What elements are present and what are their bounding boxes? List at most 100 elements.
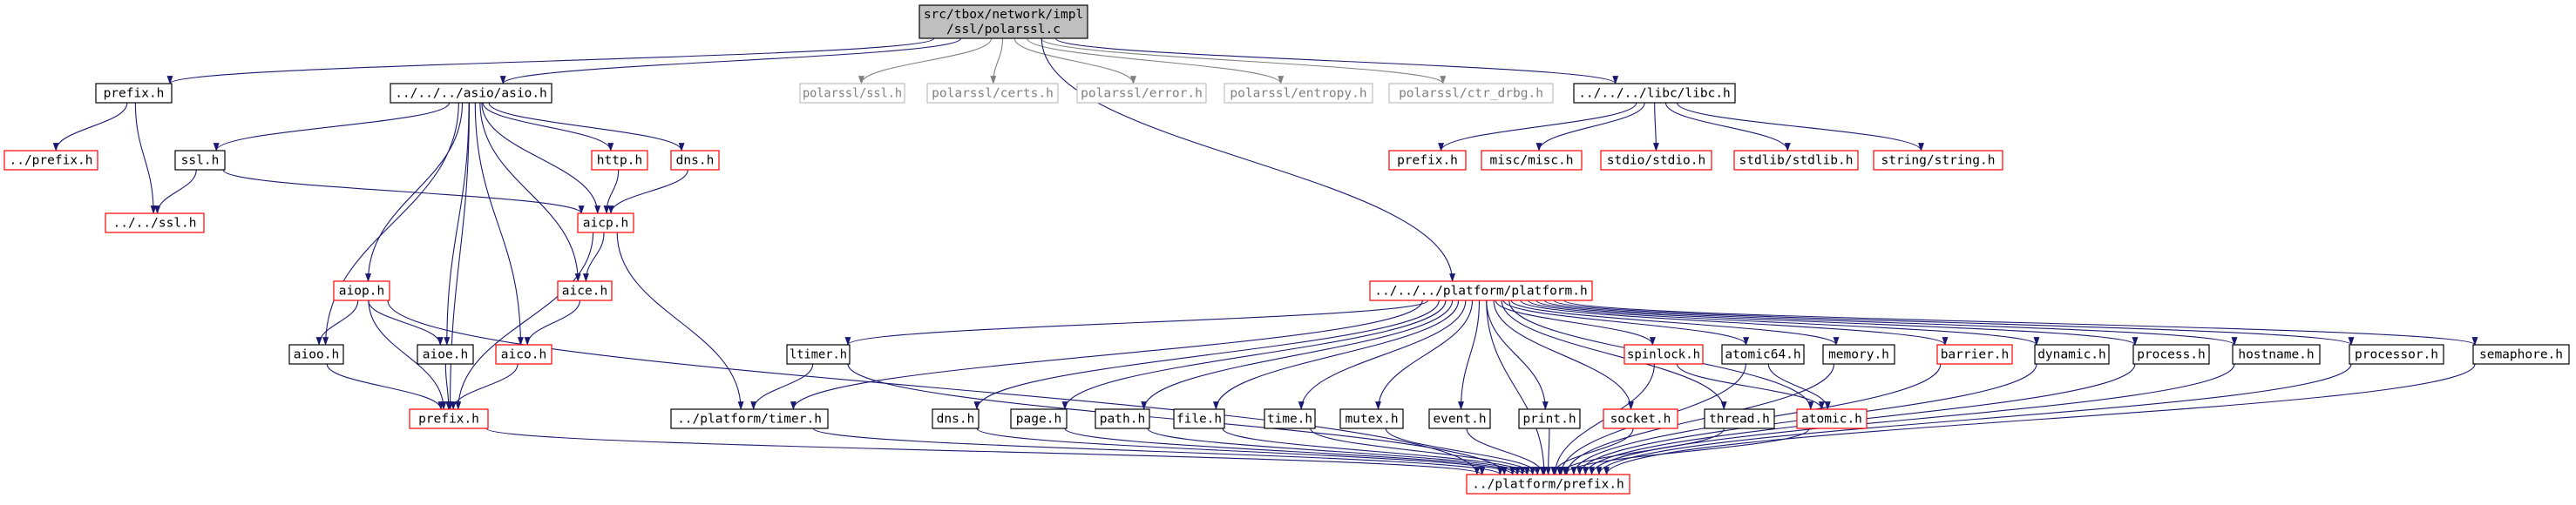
node-box — [1388, 83, 1554, 104]
node-time-h[interactable]: time.h — [1264, 408, 1316, 429]
node-stdlib-h[interactable]: stdlib/stdlib.h — [1733, 150, 1859, 171]
node-platform-prefix-h[interactable]: ../platform/prefix.h — [1466, 474, 1630, 495]
edge-root-to-asio_h — [499, 37, 962, 84]
node-string-h[interactable]: string/string.h — [1873, 150, 2003, 171]
edge-platform_h-to-page_h — [1061, 300, 1447, 410]
edge-root-to-prefix_h — [166, 37, 935, 84]
node-ssl-h[interactable]: ssl.h — [174, 150, 226, 171]
node-label: string/string.h — [1881, 153, 1996, 167]
edge-ssl_h-to-up_ssl_h — [154, 169, 197, 214]
node-label: memory.h — [1828, 347, 1889, 361]
node-box — [288, 344, 344, 365]
node-label: aice.h — [562, 284, 607, 298]
node-processor-h[interactable]: processor.h — [2349, 344, 2444, 365]
node-polarssl-ctr-drbg-h: polarssl/ctr_drbg.h — [1388, 83, 1554, 104]
node-up-ssl-h[interactable]: ../../ssl.h — [105, 212, 205, 233]
node-dns-h[interactable]: dns.h — [932, 408, 980, 429]
node-box — [2034, 344, 2110, 365]
node-box — [591, 150, 648, 171]
node-atomic64-h[interactable]: atomic64.h — [1721, 344, 1805, 365]
node-box — [1010, 408, 1068, 429]
node-print-h[interactable]: print.h — [1518, 408, 1581, 429]
node-stdio-h[interactable]: stdio/stdio.h — [1600, 150, 1712, 171]
node-platform-h[interactable]: ../../../platform/platform.h — [1369, 280, 1593, 301]
edge-platform_h-to-dns_h — [973, 300, 1440, 410]
edge-dns_h-to-platform_prefix_h — [976, 428, 1515, 475]
node-dynamic-h[interactable]: dynamic.h — [2034, 344, 2110, 365]
edge-ltimer_h-to-platform_timer_h — [750, 363, 814, 410]
edge-asio_h-to-aioe_h — [444, 102, 470, 346]
node-label: aioe.h — [423, 347, 468, 361]
edge-root-to-polarssl_ctr_drbg_h — [1040, 37, 1447, 84]
node-box — [1518, 408, 1581, 429]
node-http-h[interactable]: http.h — [591, 150, 648, 171]
node-box — [3, 150, 98, 171]
edge-aico_h-to-asio_prefix_h — [450, 363, 519, 410]
node-polarssl-certs-h: polarssl/certs.h — [926, 83, 1059, 104]
edge-libc_h-to-stdio_h — [1652, 102, 1659, 152]
node-hostname-h[interactable]: hostname.h — [2232, 344, 2321, 365]
node-box — [919, 4, 1088, 39]
node-aico-h[interactable]: aico.h — [495, 344, 552, 365]
node-box — [174, 150, 226, 171]
node-box — [1704, 408, 1775, 429]
node-label: prefix.h — [418, 412, 479, 426]
node-prefix-h[interactable]: prefix.h — [95, 83, 173, 104]
edge-processor_h-to-platform_prefix_h — [1596, 363, 2352, 475]
node-mutex-h[interactable]: mutex.h — [1339, 408, 1404, 429]
node-label: polarssl/entropy.h — [1230, 86, 1366, 100]
edge-ssl_h-to-aicp_h — [222, 169, 585, 214]
node-box — [786, 344, 851, 365]
edge-aiop_h-to-aioo_h — [315, 300, 359, 346]
node-box — [417, 344, 474, 365]
node-polarssl-ssl-h: polarssl/ssl.h — [799, 83, 905, 104]
node-aice-h[interactable]: aice.h — [557, 280, 613, 301]
node-box — [2232, 344, 2321, 365]
edge-root-to-polarssl_ssl_h — [858, 37, 993, 84]
node-spinlock-h[interactable]: spinlock.h — [1624, 344, 1704, 365]
node-label: polarssl/certs.h — [932, 86, 1054, 100]
node-memory-h[interactable]: memory.h — [1822, 344, 1895, 365]
node-aiop-h[interactable]: aiop.h — [333, 280, 390, 301]
node-asio-prefix-h[interactable]: prefix.h — [409, 408, 489, 429]
edge-platform_h-to-event_h — [1458, 300, 1481, 410]
edge-thread_h-to-platform_prefix_h — [1556, 428, 1725, 475]
node-box — [409, 408, 489, 429]
node-up-prefix-h[interactable]: ../prefix.h — [3, 150, 98, 171]
node-dns-h-top[interactable]: dns.h — [670, 150, 720, 171]
node-box — [2349, 344, 2444, 365]
node-misc-h[interactable]: misc/misc.h — [1481, 150, 1583, 171]
node-event-h[interactable]: event.h — [1428, 408, 1491, 429]
node-label: aiop.h — [339, 284, 384, 298]
node-asio-h[interactable]: ../../../asio/asio.h — [390, 83, 552, 104]
node-semaphore-h[interactable]: semaphore.h — [2472, 344, 2570, 365]
node-label: socket.h — [1610, 412, 1671, 426]
node-label: ltimer.h — [790, 347, 847, 361]
node-root[interactable]: src/tbox/network/impl/ssl/polarssl.c — [919, 4, 1088, 39]
node-label: spinlock.h — [1627, 347, 1700, 361]
node-label: prefix.h — [104, 86, 165, 100]
node-libc-h[interactable]: ../../../libc/libc.h — [1573, 83, 1736, 104]
node-box — [105, 212, 205, 233]
node-ltimer-h[interactable]: ltimer.h — [786, 344, 851, 365]
node-file-h[interactable]: file.h — [1173, 408, 1225, 429]
node-libc-prefix-h[interactable]: prefix.h — [1388, 150, 1467, 171]
node-barrier-h[interactable]: barrier.h — [1936, 344, 2013, 365]
node-label: aicp.h — [583, 216, 628, 230]
node-aioe-h[interactable]: aioe.h — [417, 344, 474, 365]
node-path-h[interactable]: path.h — [1095, 408, 1150, 429]
node-polarssl-error-h: polarssl/error.h — [1076, 83, 1207, 104]
edge-platform_h-to-semaphore_h — [1563, 300, 2478, 346]
node-box — [1624, 344, 1704, 365]
edge-platform_h-to-path_h — [1141, 300, 1454, 410]
node-thread-h[interactable]: thread.h — [1704, 408, 1775, 429]
node-page-h[interactable]: page.h — [1010, 408, 1068, 429]
node-platform-timer-h[interactable]: ../platform/timer.h — [670, 408, 829, 429]
node-aioo-h[interactable]: aioo.h — [288, 344, 344, 365]
node-box — [1600, 150, 1712, 171]
node-aicp-h[interactable]: aicp.h — [577, 212, 634, 233]
node-atomic-h[interactable]: atomic.h — [1796, 408, 1868, 429]
node-socket-h[interactable]: socket.h — [1603, 408, 1678, 429]
node-process-h[interactable]: process.h — [2132, 344, 2210, 365]
node-label: path.h — [1100, 412, 1145, 426]
